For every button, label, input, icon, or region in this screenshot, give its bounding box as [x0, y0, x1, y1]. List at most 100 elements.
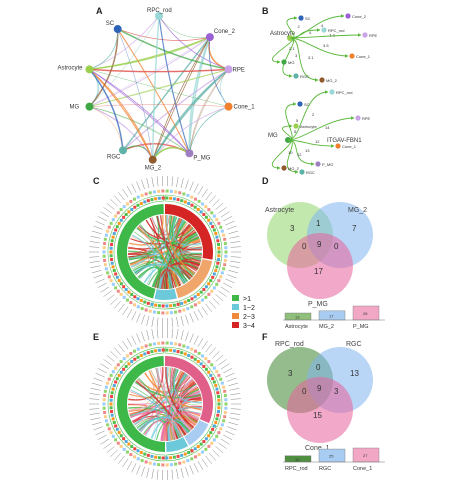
circos-track-cell: [109, 254, 113, 258]
circos-gene-tick: [110, 449, 118, 457]
hierarchy-target-node: [362, 32, 368, 38]
circos-gene-tick: [103, 290, 112, 297]
circos-gene-tick: [151, 177, 154, 188]
circos-track-cell: [157, 189, 161, 193]
circos-track-cell: [169, 196, 173, 200]
network-edge: [89, 69, 229, 107]
circos-track-cell: [110, 394, 114, 398]
circos-track-cell: [139, 299, 143, 303]
circos-gene-tick: [89, 408, 100, 410]
panel-label-c: C: [93, 176, 100, 186]
circos-chord: [137, 226, 180, 287]
circos-track-cell: [174, 462, 178, 466]
circos-gene-tick: [106, 294, 115, 302]
venn-d-region-c: 17: [314, 267, 323, 276]
venn-d-region-ab: 1: [316, 219, 321, 228]
legend-swatch: [232, 304, 239, 310]
circos-track-cell: [204, 447, 208, 451]
circos-chord: [176, 218, 202, 256]
circos-track-cell: [104, 267, 108, 271]
hierarchy-edge-label: 4: [321, 23, 324, 28]
circos-chord: [179, 378, 197, 425]
circos-track-cell: [211, 377, 215, 381]
circos-gene-tick: [228, 382, 239, 387]
circos-track-cell: [214, 384, 218, 388]
circos-track-cell: [211, 225, 215, 229]
circos-gene-tick: [110, 199, 118, 207]
circos-track-cell: [112, 420, 116, 424]
circos-track-cell: [216, 391, 220, 395]
venn-d-region-a: 3: [290, 224, 295, 233]
circos-gene-tick: [151, 316, 154, 327]
circos-gene-tick: [118, 191, 125, 201]
circos-gene-tick: [185, 179, 189, 190]
venn-d-region-abc: 9: [317, 240, 322, 249]
network-edge: [152, 36, 211, 160]
network-edge: [208, 36, 229, 71]
circos-track-cell: [154, 349, 158, 353]
circos-chord: [153, 221, 187, 288]
circos-track-cell: [110, 391, 114, 395]
circos-sector: [166, 437, 189, 452]
circos-track-cell: [107, 377, 111, 381]
circos-gene-tick: [122, 188, 129, 198]
circos-track-cell: [165, 348, 169, 352]
network-node: [85, 102, 94, 111]
circos-chord: [155, 367, 192, 431]
circos-track-cell: [110, 242, 114, 246]
circos-gene-tick: [197, 309, 204, 318]
circos-track-cell: [165, 456, 169, 460]
circos-track-cell: [146, 301, 150, 305]
circos-track-cell: [199, 362, 203, 366]
circos-track-cell: [116, 289, 120, 293]
hierarchy-target-node: [293, 123, 299, 129]
circos-track-cell: [119, 292, 123, 296]
circos-gene-tick: [228, 230, 239, 235]
venn-diagram-f: RPC_rod RGC Cone_1 3 13 0 0 3 9 15 12RPC…: [267, 341, 385, 472]
venn-d-label-mg2: MG_2: [348, 207, 367, 214]
circos-gene-tick: [225, 220, 235, 226]
circos-track-cell: [110, 410, 114, 414]
circos-track-cell: [196, 293, 200, 297]
circos-track-cell: [182, 192, 186, 196]
circos-track-cell: [150, 198, 154, 202]
venn-d-label-pmg: P_MG: [308, 301, 328, 308]
network-edge: [89, 36, 211, 107]
network-node: [224, 102, 233, 111]
circos-track-cell: [190, 297, 194, 301]
network-node: [148, 155, 157, 164]
hierarchy-edge: [285, 102, 297, 141]
circos-track-cell: [150, 302, 154, 306]
venn-f-region-ab: 0: [316, 363, 321, 372]
circos-gene-tick: [225, 430, 235, 436]
circos-track-cell: [111, 265, 115, 269]
circos-track-cell: [127, 362, 131, 366]
network-node-label: Astrocyte: [57, 65, 83, 71]
circos-chord: [181, 382, 201, 398]
network-edge: [89, 106, 190, 154]
circos-gene-tick: [212, 199, 220, 207]
circos-track-cell: [172, 349, 176, 353]
hierarchy-target-label: SC: [304, 102, 310, 107]
circos-track-cell: [119, 218, 123, 222]
circos-track-cell: [216, 239, 220, 243]
circos-gene-tick: [136, 313, 141, 323]
circos-chord: [131, 234, 174, 289]
circos-track-cell: [199, 210, 203, 214]
circos-track-cell: [217, 254, 221, 258]
circos-sector: [184, 420, 209, 446]
circos-gene-tick: [226, 377, 237, 382]
hierarchy-edge-label: 1.1: [330, 33, 336, 38]
circos-track-cell: [152, 342, 156, 346]
circos-gene-tick: [146, 315, 150, 326]
circos-gene-tick: [146, 178, 150, 189]
circos-track-cell: [217, 373, 221, 377]
venn-f-region-b: 13: [350, 369, 359, 378]
venn-bar-label: P_MG: [353, 324, 369, 330]
circos-track-cell: [209, 373, 213, 377]
network-edge: [89, 69, 190, 154]
circos-track-cell: [172, 197, 176, 201]
circos-track-cell: [220, 423, 224, 427]
circos-track-cell: [211, 427, 215, 431]
